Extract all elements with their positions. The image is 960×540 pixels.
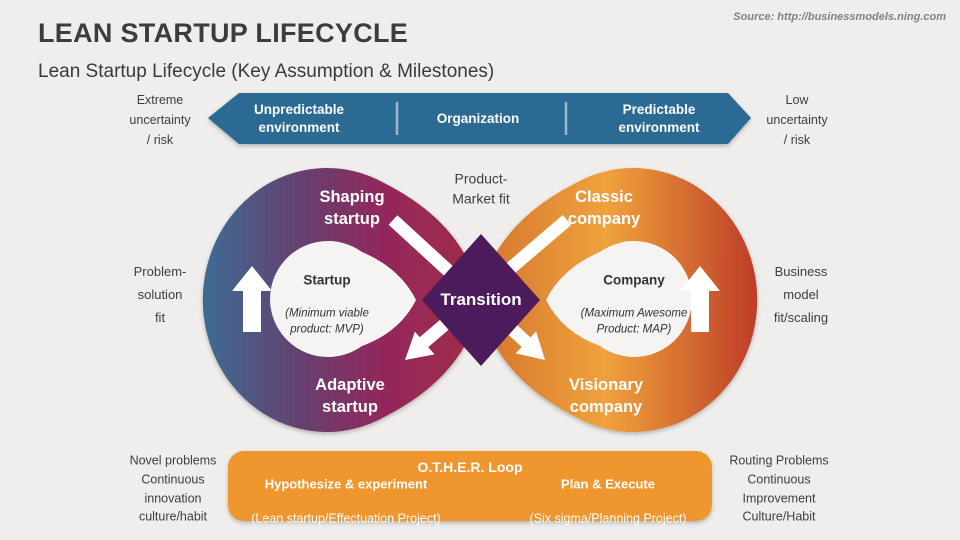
startup-title: Startup [303,272,351,288]
extreme-uncertainty-label: Extreme uncertainty / risk [129,93,191,147]
visionary-company-label: Visionary company [569,376,643,416]
company-hole [546,241,692,358]
plan-execute-title: Plan & Execute [561,476,655,492]
problem-solution-fit-label: Problem- solution fit [133,263,187,325]
plan-execute-subtitle: (Six sigma/Planning Project) [529,511,687,526]
banner-segment-unpredictable: Unpredictable environment [253,101,345,135]
up-arrow-icon [680,266,720,332]
environment-banner-arrow [208,93,751,144]
banner-segment-organization: Organization [436,110,520,126]
banner-segment-predictable: Predictable environment [618,101,700,135]
startup-hole-text: Startup (Minimum viable product: MVP) [285,254,369,355]
page-subtitle: Lean Startup Lifecycle (Key Assumption &… [38,61,495,82]
routing-problems-note: Routing Problems Continuous Improvement … [729,453,829,524]
hypothesize-experiment-title: Hypothesize & experiment [264,476,428,492]
company-hole-text: Company (Maximum Awesome Product: MAP) [581,254,688,355]
transition-label: Transition [440,290,522,309]
other-loop-title: O.T.H.E.R. Loop [417,459,523,475]
other-loop-box [228,451,712,521]
page-title: LEAN STARTUP LIFECYCLE [38,18,409,48]
source-credit: Source: http://businessmodels.ning.com [733,11,946,23]
startup-subtitle: (Minimum viable product: MVP) [285,307,369,335]
hypothesize-experiment-subtitle: (Lean startup/Effectuation Project) [251,511,441,526]
transition-diamond [422,234,540,366]
plan-execute-column: Plan & Execute (Six sigma/Planning Proje… [529,459,686,540]
company-subtitle: (Maximum Awesome Product: MAP) [580,307,688,335]
company-title: Company [603,272,665,288]
classic-company-label: Classic company [567,188,641,228]
startup-hole [270,241,416,358]
hypothesize-experiment-column: Hypothesize & experiment (Lean startup/E… [251,459,440,540]
up-arrow-icon [232,266,272,332]
shaping-startup-label: Shaping startup [319,188,385,228]
business-model-fit-label: Business model fit/scaling [773,263,829,325]
low-uncertainty-label: Low uncertainty / risk [766,93,828,147]
novel-problems-note: Novel problems Continuous innovation cul… [129,453,217,524]
adaptive-startup-label: Adaptive startup [315,376,385,416]
product-market-fit-label: Product- Market fit [452,170,510,207]
